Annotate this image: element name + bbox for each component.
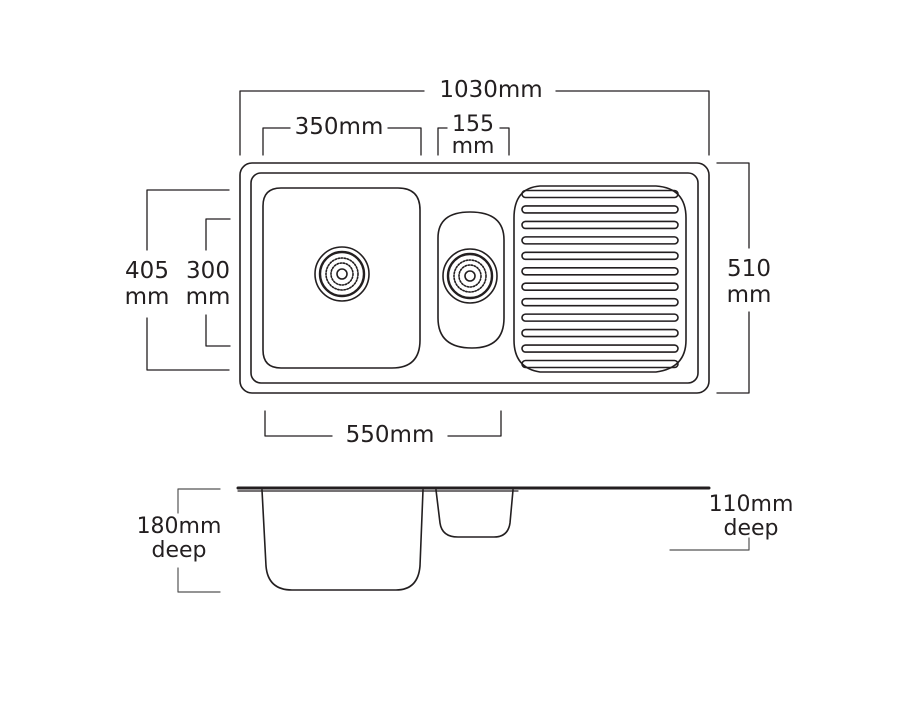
label-large-bowl-width: 350mm	[294, 114, 384, 140]
dim-small-bowl-depth	[669, 537, 750, 551]
label-small-bowl-width-value: 155	[452, 112, 494, 137]
drainer-rib	[521, 313, 679, 322]
large-bowl	[262, 187, 421, 369]
dim-overall-depth-top	[716, 162, 750, 249]
dim-small-bowl-right	[499, 127, 510, 156]
dim-overall-width-right	[555, 90, 710, 156]
dim-bowl-depth-bottom	[205, 314, 231, 347]
label-large-bowl-depth-value: 180mm	[136, 514, 222, 539]
label-small-bowl-depth-word: deep	[723, 516, 779, 541]
label-small-bowl-width: 155 mm	[445, 114, 501, 158]
drainer-rib	[521, 205, 679, 214]
drainer-ribs	[521, 189, 679, 369]
label-large-bowl-depth: 180mm deep	[126, 516, 232, 562]
label-outer-depth-unit: mm	[124, 284, 170, 310]
drainer-rib	[521, 251, 679, 261]
label-overall-depth-value: 510	[727, 256, 771, 282]
drainer-rib	[521, 297, 679, 307]
drainer-rib	[521, 328, 679, 338]
side-small-bowl	[435, 489, 514, 538]
dim-bowls-span-right	[447, 410, 502, 437]
label-bowl-depth: 300 mm	[177, 260, 239, 309]
label-small-bowl-width-unit: mm	[451, 134, 495, 159]
dim-large-bowl-right	[387, 127, 422, 156]
side-large-bowl	[261, 489, 424, 591]
small-bowl-waste-icon	[442, 248, 498, 304]
dim-overall-width-left	[239, 90, 425, 156]
drainer-rib	[521, 189, 679, 199]
label-outer-depth: 405 mm	[116, 260, 178, 309]
drainer-rib	[521, 266, 679, 276]
small-bowl	[437, 211, 505, 349]
label-outer-depth-value: 405	[125, 258, 169, 284]
label-bowl-depth-value: 300	[186, 258, 230, 284]
label-overall-depth-unit: mm	[726, 282, 772, 308]
drainer-rib	[521, 282, 679, 292]
large-bowl-waste-icon	[314, 246, 370, 302]
label-bowl-depth-unit: mm	[185, 284, 231, 310]
dim-large-bowl-left	[262, 127, 291, 156]
dim-large-bowl-depth	[177, 488, 221, 514]
side-dimension-lines	[177, 488, 750, 593]
dim-large-bowl-depth-bottom	[177, 567, 221, 593]
dim-small-bowl-left	[437, 127, 448, 156]
drainer-rib	[521, 236, 679, 245]
dim-outer-depth-top	[146, 189, 230, 251]
sink-outer-rim	[239, 162, 710, 394]
sink-inner-rim	[250, 172, 699, 384]
drainer-rib	[521, 344, 679, 353]
dim-overall-depth-bottom	[716, 311, 750, 394]
drainer-rib	[521, 220, 679, 230]
dim-outer-depth-bottom	[146, 317, 230, 371]
label-small-bowl-depth-value: 110mm	[708, 492, 794, 517]
label-overall-depth: 510 mm	[719, 258, 779, 307]
dim-bowls-span-left	[264, 410, 333, 437]
dim-bowl-depth-top	[205, 218, 231, 251]
label-small-bowl-depth: 110mm deep	[698, 494, 804, 540]
label-overall-width: 1030mm	[439, 77, 543, 103]
label-bowls-span: 550mm	[345, 422, 435, 448]
label-large-bowl-depth-word: deep	[151, 538, 207, 563]
sink-top-view	[239, 162, 710, 394]
dimension-lines	[146, 90, 750, 437]
sink-side-view	[236, 486, 711, 591]
drainer-rib	[521, 359, 679, 369]
drainer-outline	[513, 185, 687, 373]
